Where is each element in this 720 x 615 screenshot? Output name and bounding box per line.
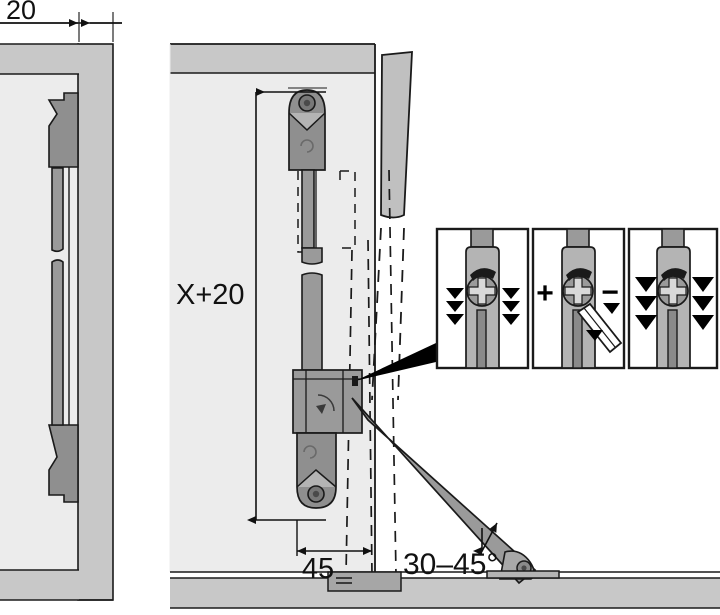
inset-1-arrows-left	[446, 288, 464, 325]
floor-bracket-pivot-core	[521, 565, 527, 571]
cabinet-interior	[170, 44, 375, 572]
rotation-arc-mark	[317, 394, 335, 412]
inset-2-shaft	[572, 309, 583, 369]
dimension-label-45: 45	[302, 553, 334, 585]
dimension-label-20: 20	[6, 0, 36, 25]
floor-bracket-plate	[486, 570, 560, 579]
inset-3-rotation-arrow	[661, 268, 687, 281]
inset-1-rotation-arrow	[470, 268, 496, 281]
inset-2-stem	[566, 228, 590, 248]
inset-2-plus-label: +	[536, 277, 554, 310]
inset-3-stem	[661, 228, 685, 248]
upper-head-hole-mark	[300, 139, 314, 153]
dimension-top-20: 20	[0, 0, 122, 42]
inset-3-arrows-right	[692, 277, 714, 330]
bottom-runner-block	[327, 571, 402, 592]
top-rail-band	[0, 44, 79, 74]
dimension-vertical-x20: X+20	[176, 88, 326, 524]
strut-front-upper	[51, 167, 64, 253]
strut-cylinder-body	[301, 272, 323, 371]
callout-anchor	[352, 376, 358, 386]
lower-pivot-screw-core	[312, 490, 320, 498]
lower-mounting-bracket	[47, 424, 79, 503]
inset-1-arrows-right	[502, 288, 520, 325]
inset-1-cross-slot	[468, 277, 496, 305]
cabinet-bottom-rail	[170, 578, 720, 608]
door-leaf-projection	[371, 227, 405, 401]
bottom-rail-band	[0, 570, 79, 600]
inset-3-cross-slot	[659, 277, 687, 305]
strut-rod-upper	[301, 169, 315, 249]
upper-mounting-bracket	[47, 92, 79, 168]
inset-3-shaft	[667, 309, 678, 369]
inset-2-screwdriver-edge	[583, 307, 616, 348]
inset-2-minus-label: −	[601, 276, 619, 309]
callout-leader-wedge	[355, 343, 436, 381]
door-stile	[77, 43, 114, 601]
strut-front-lower	[51, 259, 64, 426]
strut-cylinder-top	[301, 247, 323, 265]
adjustment-housing	[292, 369, 363, 434]
adjustment-inset-high	[627, 227, 719, 370]
inset-2-arrows-right	[586, 303, 620, 341]
inset-1-shaft	[476, 309, 487, 369]
strut-head-notch	[288, 112, 326, 132]
inset-3-arrows-left	[635, 277, 657, 330]
inset-1-stem	[470, 228, 494, 248]
adjustment-inset-low	[435, 227, 530, 370]
adjustment-inset-screwdriver: + −	[531, 227, 626, 370]
angle-arrow-up	[480, 522, 498, 554]
lower-arm-hole-mark	[303, 445, 317, 459]
inset-2-rotation-arrow	[566, 268, 592, 281]
lower-arm-notch	[296, 469, 337, 488]
cabinet-top-rail	[170, 44, 375, 73]
inset-2-cross-slot	[564, 277, 592, 305]
dimension-label-x20: X+20	[176, 279, 245, 311]
front-section-view	[0, 43, 114, 601]
dimension-horizontal-45: 45	[296, 520, 372, 585]
angle-label: 30–45°	[403, 548, 498, 581]
strut-retracted-outline	[297, 170, 356, 253]
upper-pivot-screw-core	[303, 99, 311, 107]
rotation-arrow-mark	[316, 404, 326, 414]
annotation-angle: 30–45°	[403, 522, 498, 581]
